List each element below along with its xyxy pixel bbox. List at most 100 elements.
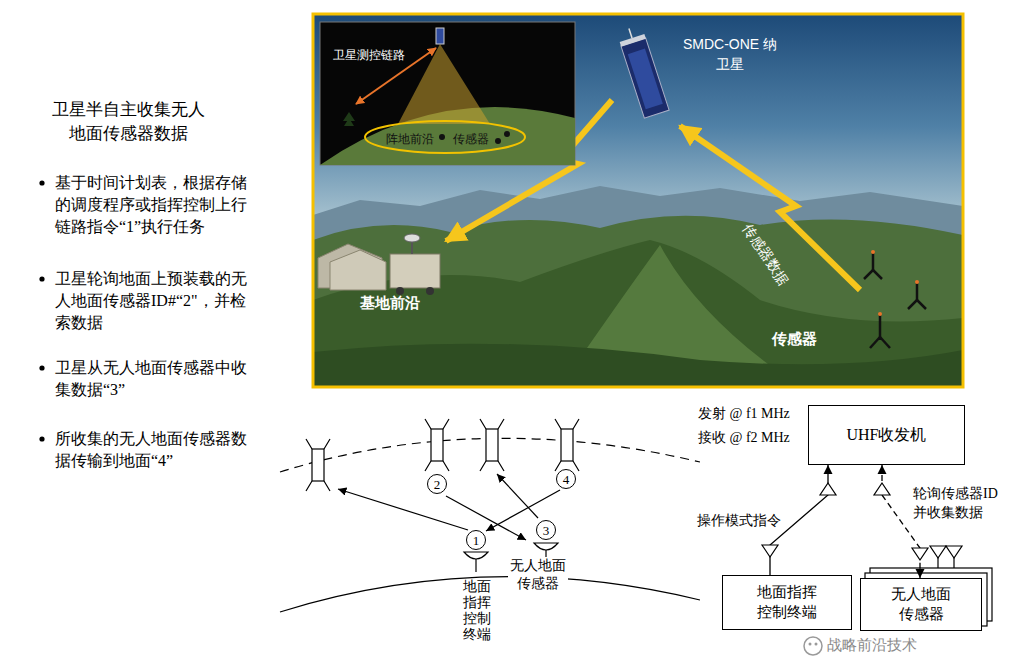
sensor-lights <box>871 250 875 254</box>
picture-label: 卫星测控链路 <box>333 47 405 64</box>
sensor-lights <box>878 312 882 316</box>
wechat-icon <box>809 643 812 646</box>
inset-picture <box>320 22 575 165</box>
bullet-dot <box>39 436 44 441</box>
sensor-tripod <box>880 337 890 348</box>
frequency-label: 接收 @ f2 MHz <box>698 429 790 447</box>
nanosatellite <box>620 34 646 47</box>
antenna-symbol <box>946 546 962 558</box>
nanosatellite <box>621 38 669 118</box>
sensor-tripod <box>916 282 919 302</box>
sensor-lights <box>871 250 919 316</box>
sensor-dot <box>495 138 501 144</box>
inset-frame <box>320 22 575 165</box>
satellite-symbol <box>306 439 330 491</box>
uplink-arrow <box>338 489 468 530</box>
satellite-symbol <box>480 419 504 471</box>
transceiver-box: UHF收发机 <box>808 405 965 465</box>
node-text: 4 <box>563 473 570 486</box>
connectors <box>762 465 962 578</box>
dish-stem <box>475 559 476 572</box>
sensor-box: 无人地面传感器 <box>860 578 982 631</box>
antenna-symbol <box>930 546 946 558</box>
callout-circle: 1 <box>466 530 486 550</box>
node-text: 地面指挥控制终端 <box>755 583 820 622</box>
coverage-beam <box>398 44 490 124</box>
antenna-symbol <box>820 483 836 495</box>
node-text: 3 <box>543 524 550 537</box>
antenna-symbol <box>874 483 890 495</box>
bullet-dot <box>39 276 44 281</box>
shelter-truck <box>390 254 440 288</box>
poll-arrow <box>446 496 526 540</box>
dish <box>404 234 420 242</box>
bullet-dot <box>39 180 44 185</box>
node-text: UHF收发机 <box>846 425 926 446</box>
nanosatellite <box>629 29 632 39</box>
tree <box>343 112 355 126</box>
callout-circle: 4 <box>556 469 576 489</box>
callout-circle: 3 <box>536 520 556 540</box>
satellite-symbol <box>561 429 573 461</box>
base-camp <box>318 234 440 295</box>
sensor-tripod <box>872 252 875 272</box>
sensor-dot <box>439 134 445 140</box>
wheel <box>426 287 434 295</box>
satellite-symbol <box>431 429 443 461</box>
picture-label: 传感器 <box>772 330 817 349</box>
picture-label: 传感器 <box>453 131 489 148</box>
coverage-ellipse <box>365 121 525 153</box>
wechat-icon <box>804 637 822 655</box>
terminal-box: 地面指挥控制终端 <box>722 575 852 630</box>
sensor-lights <box>915 280 919 284</box>
vertical-label: 地面指挥控制终端 <box>462 579 492 643</box>
dish-symbol <box>534 543 558 550</box>
wechat-icon <box>815 643 818 646</box>
satellite-symbol <box>480 419 504 471</box>
scene-picture <box>313 14 963 387</box>
satellite-symbol <box>425 419 449 471</box>
sensor-tripod <box>870 337 880 348</box>
frequency-label: 发射 @ f1 MHz <box>698 405 790 423</box>
nanosatellite <box>617 25 670 119</box>
satellite-symbol <box>312 449 324 481</box>
sensor-label: 无人地面传感器 <box>508 557 568 593</box>
antenna-symbol <box>762 545 778 557</box>
satellite-symbol <box>425 419 449 471</box>
antenna-symbol <box>912 548 928 560</box>
satellite-symbol <box>555 419 579 471</box>
panel-heading: 卫星半自主收集无人地面传感器数据 <box>50 98 206 146</box>
callout-circle: 2 <box>427 474 447 494</box>
watermark: 战略前沿技术 <box>827 636 917 655</box>
picture-label: 阵地前沿 <box>386 131 434 148</box>
inset-satellite <box>436 28 444 44</box>
mid-hills <box>313 216 963 387</box>
sensor-tripod <box>917 300 926 309</box>
connector-label: 操作模式指令 <box>697 511 781 530</box>
wheel <box>396 287 404 295</box>
collect-arrow <box>497 474 538 518</box>
sky <box>313 14 963 387</box>
sensor-data-bolt <box>680 126 860 290</box>
node-text: 1 <box>473 534 480 547</box>
nanosatellite <box>628 49 663 110</box>
bullet-text: 卫星从无人地面传感器中收集数据“3” <box>55 357 261 401</box>
bullet-text: 所收集的无人地面传感器数据传输到地面“4” <box>55 428 261 472</box>
wechat-icon <box>804 637 822 655</box>
satellite-symbol <box>555 419 579 471</box>
satellite-symbol <box>486 429 498 461</box>
dish-symbol <box>464 552 488 559</box>
sensor-tripod <box>864 270 873 279</box>
bullet-text: 卫星轮询地面上预装载的无人地面传感器ID#“2"，并检索数据 <box>55 268 261 334</box>
sensor-tripod <box>879 314 882 340</box>
sensor-tripod <box>864 252 926 348</box>
node-text: 2 <box>434 478 441 491</box>
far-ridge <box>313 186 963 387</box>
picture-frame <box>313 14 963 387</box>
sensor-tripod <box>908 300 917 309</box>
sensor-dot <box>504 131 510 137</box>
picture-label: 基地前沿 <box>360 294 420 313</box>
tent <box>330 250 386 290</box>
